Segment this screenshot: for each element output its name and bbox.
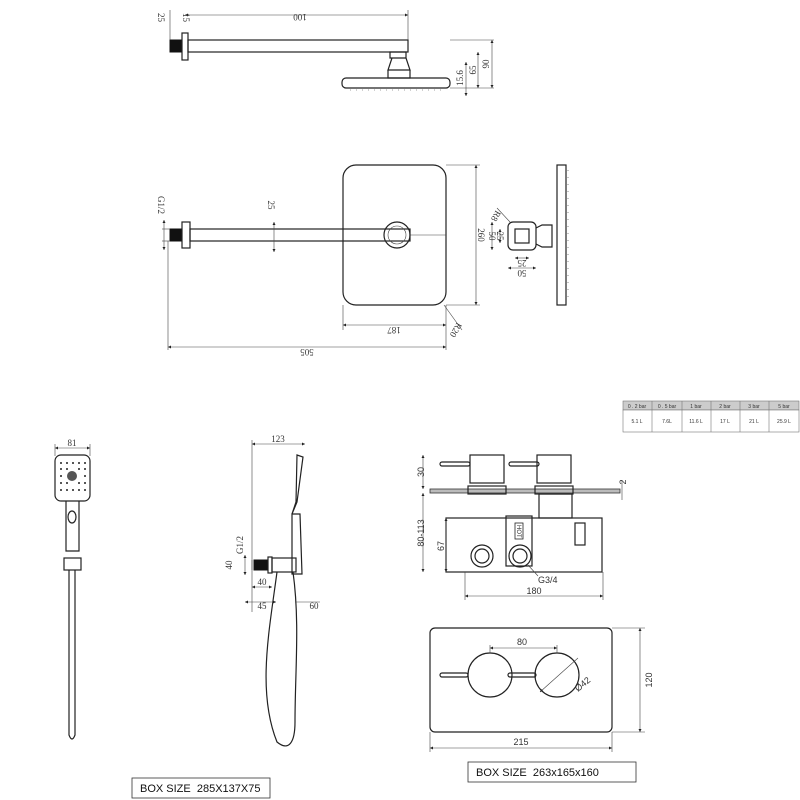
valve-plate-front: 80 Ø42 120 215 [429, 627, 654, 752]
dim-text: 120 [644, 672, 654, 687]
hose [265, 571, 298, 747]
shower-head [341, 77, 451, 89]
bracket [507, 221, 537, 251]
front-view: G1/2 25 260 187 505 R20 [156, 164, 486, 357]
dim-text: 25 [517, 258, 527, 268]
dim-text: 187 [387, 325, 401, 335]
spray-face [54, 454, 91, 502]
dim-text: G3/4 [538, 575, 558, 585]
dim-text: Ø42 [573, 675, 592, 694]
dim-text: G1/2 [235, 536, 245, 554]
handle-right [536, 454, 572, 484]
wall-connector [169, 228, 183, 242]
box-size-label: BOX SIZE 285X137X75 [140, 783, 260, 795]
top-view: 25 15 100 15.6 65 90 [156, 10, 494, 96]
flow-rate-table: 0 . 2 bar 0 . 5 bar 1 bar 2 bar 3 bar 5 … [622, 400, 800, 433]
dim-text: 15 [181, 13, 191, 23]
box-size-hand-shower: BOX SIZE 285X137X75 [131, 777, 271, 799]
handle [65, 501, 80, 552]
wall-outlet-elbow [271, 557, 297, 573]
hand-shower-front: 81 [54, 438, 91, 740]
table-header: 5 bar [778, 404, 790, 410]
dim-text: 25 [156, 13, 166, 23]
dim-text: 81 [68, 438, 77, 448]
hand-shower-profile [291, 454, 304, 575]
table-cell: 5.1 L [631, 419, 642, 425]
dim-text: 215 [513, 737, 528, 747]
shower-arm [187, 39, 409, 53]
valve-side-view: HOT 30 2 80-113 67 G3/4 180 [416, 454, 628, 600]
dim-text: 100 [293, 12, 307, 22]
dim-text: R8 [489, 209, 503, 224]
dim-text: 123 [271, 434, 285, 444]
dim-text: 90 [481, 59, 491, 69]
table-cell: 21 L [749, 419, 759, 425]
dim-text: 505 [300, 347, 314, 357]
table-header: 0 . 2 bar [628, 404, 647, 410]
dim-text: 25 [266, 201, 276, 211]
dim-text: 50 [517, 268, 527, 278]
flange [181, 221, 191, 249]
dim-text: 40 [258, 577, 268, 587]
handle-left [469, 454, 505, 484]
dim-text: 45 [258, 601, 268, 611]
wall-connector [253, 559, 269, 571]
box-size-valve: BOX SIZE 263x165x160 [467, 761, 637, 783]
table-cell: 17 L [720, 419, 730, 425]
dim-text: 80 [517, 637, 527, 647]
table-header: 1 bar [690, 404, 702, 410]
table-cell: 11.6 L [689, 419, 703, 425]
dim-text: R20 [448, 321, 464, 339]
flange [181, 32, 189, 61]
box-size-label: BOX SIZE 263x165x160 [476, 767, 599, 779]
wall-plate [429, 488, 621, 494]
dim-text: 2 [618, 479, 628, 484]
dim-text: 65 [468, 65, 478, 75]
hose [68, 570, 76, 740]
table-header: 2 bar [719, 404, 731, 410]
table-cell: 7.6L [662, 419, 672, 425]
table-header: 0 . 5 bar [658, 404, 677, 410]
dim-text: 30 [416, 467, 426, 477]
hand-shower-side: 123 G1/2 40 40 45 60 [224, 434, 320, 747]
dim-text: 40 [224, 560, 234, 570]
swivel-joint [387, 51, 411, 79]
dim-text: 60 [310, 601, 320, 611]
inlet-cold [470, 544, 494, 568]
hot-label: HOT [515, 525, 521, 538]
dim-text: 15.6 [455, 70, 465, 86]
dim-text: 25 [495, 232, 505, 242]
inlet-hot [508, 544, 532, 568]
dim-text: G1/2 [156, 196, 166, 214]
shower-arm [189, 228, 411, 242]
dim-text: 260 [476, 228, 486, 242]
spray-nozzles [60, 462, 86, 491]
holder [63, 557, 82, 571]
dim-text: 67 [436, 541, 446, 551]
handle-left [467, 652, 513, 698]
joint [535, 224, 553, 248]
table-cell: 25.9 L [777, 419, 791, 425]
cover-plate [429, 627, 613, 733]
side-view: R8 50 25 25 50 [487, 164, 569, 306]
dim-text: 180 [526, 586, 541, 596]
wall-connector [169, 39, 183, 53]
table-header: 3 bar [748, 404, 760, 410]
dim-text: 80-113 [416, 519, 426, 546]
shower-head-side [556, 164, 567, 306]
dim-text: 50 [487, 232, 497, 242]
